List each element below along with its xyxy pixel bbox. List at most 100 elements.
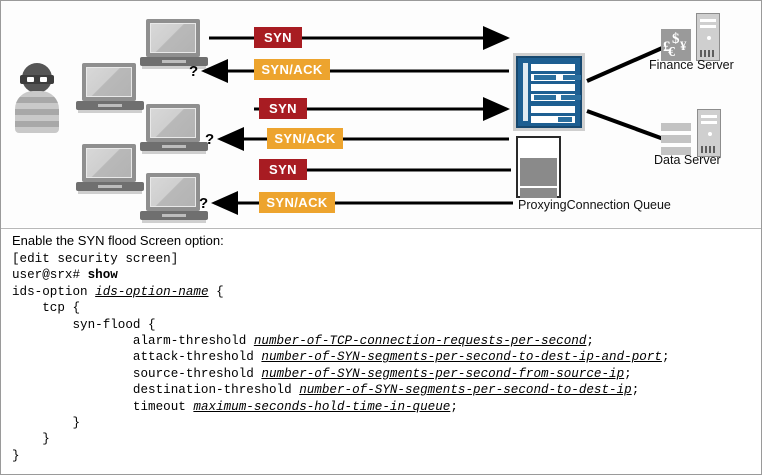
attacker-hacker-icon <box>15 63 59 133</box>
tower-led <box>708 132 712 136</box>
tower-slot <box>701 115 717 118</box>
code-segment: [edit security screen] <box>12 252 179 266</box>
firewall-ports <box>558 117 572 122</box>
currency-pound: £ <box>663 39 671 55</box>
laptop-screen <box>82 144 136 182</box>
hacker-mask <box>20 75 54 84</box>
laptop-trackpad <box>162 145 186 148</box>
firewall-side-bar <box>523 63 528 121</box>
laptop-shadow <box>142 151 206 154</box>
firewall-ports <box>534 95 556 100</box>
finance-currency-tile: £ $ ¥ € <box>661 29 691 61</box>
flow-badge-synack-3: SYN/ACK <box>259 192 335 213</box>
laptop-shadow <box>78 110 142 113</box>
flow-badge-synack-2: SYN/ACK <box>267 128 343 149</box>
unanswered-marker-3: ? <box>199 195 209 212</box>
intro-text: Enable the SYN flood Screen option: <box>12 233 224 248</box>
laptop-shadow <box>142 66 206 69</box>
unanswered-marker-2: ? <box>205 131 215 148</box>
firewall-slot <box>531 116 575 123</box>
code-segment: number-of-SYN-segments-per-second-to-des… <box>261 350 662 365</box>
laptop-icon-4 <box>76 144 144 194</box>
hacker-body <box>15 91 59 133</box>
laptop-trackpad <box>162 60 186 63</box>
srx-firewall-icon <box>513 53 585 131</box>
disk-bar <box>661 135 691 143</box>
laptop-trackpad <box>98 104 122 107</box>
laptop-screen <box>146 19 200 57</box>
tower-slot <box>701 121 717 124</box>
code-segment: ; <box>631 383 640 398</box>
laptop-glass <box>150 23 196 53</box>
laptop-screen <box>82 63 136 101</box>
firewall-slot <box>531 106 575 113</box>
code-segment: } <box>12 448 20 463</box>
code-segment: syn-flood { <box>12 317 156 332</box>
tower-slot <box>700 19 716 22</box>
flow-badge-syn-3: SYN <box>259 159 307 180</box>
data-disk-stack <box>661 123 691 157</box>
firewall-ports <box>534 75 556 80</box>
code-segment: number-of-SYN-segments-per-second-from-s… <box>261 366 625 381</box>
data-server-icon <box>661 109 721 157</box>
code-segment: user@srx# <box>12 268 88 283</box>
tower-vent <box>701 146 717 153</box>
code-segment: ; <box>586 334 594 349</box>
finance-server-label: Finance Server <box>649 58 734 72</box>
data-server-label: Data Server <box>654 153 721 167</box>
laptop-glass <box>86 148 132 178</box>
firewall-slot <box>531 64 575 71</box>
laptop-screen <box>146 173 200 211</box>
laptop-trackpad <box>98 185 122 188</box>
server-tower <box>696 13 720 61</box>
code-segment: ; <box>450 399 458 414</box>
finance-server-icon: £ $ ¥ € <box>661 13 720 61</box>
firewall-body <box>516 56 582 128</box>
laptop-shadow <box>142 220 206 223</box>
laptop-trackpad <box>162 214 186 217</box>
code-segment: maximum-seconds-hold-time-in-queue <box>193 399 451 414</box>
unanswered-marker-1: ? <box>189 63 199 80</box>
tower-led <box>707 36 711 40</box>
server-tower <box>697 109 721 157</box>
code-segment: number-of-SYN-segments-per-second-to-des… <box>299 383 632 398</box>
syn-flood-diagram: ? ? ? SYN SYN/ACK SYN SYN/ACK SYN SYN/AC… <box>1 1 761 227</box>
queue-label: ProxyingConnection Queue <box>518 198 671 212</box>
laptop-icon-5 <box>140 173 208 223</box>
flow-badge-syn-2: SYN <box>259 98 307 119</box>
laptop-screen <box>146 104 200 142</box>
code-segment: show <box>87 268 118 283</box>
laptop-icon-2 <box>76 63 144 113</box>
laptop-icon-1 <box>140 19 208 69</box>
code-segment: } <box>12 432 50 447</box>
code-segment: ids-option <box>12 284 96 299</box>
currency-yen: ¥ <box>680 38 687 53</box>
currency-euro: € <box>668 45 675 60</box>
code-segment: { <box>208 284 224 299</box>
cli-config-panel: Enable the SYN flood Screen option: [edi… <box>1 231 761 474</box>
code-segment: ; <box>661 350 670 365</box>
laptop-glass <box>86 67 132 97</box>
tower-vent <box>700 50 716 57</box>
tower-slot <box>700 25 716 28</box>
section-divider <box>1 228 761 229</box>
code-segment: destination-threshold <box>12 383 300 398</box>
code-segment: alarm-threshold <box>12 334 254 349</box>
laptop-glass <box>150 108 196 138</box>
cli-config-block: [edit security screen] user@srx# show id… <box>12 251 670 464</box>
code-segment: number-of-TCP-connection-requests-per-se… <box>253 334 587 349</box>
code-segment: source-threshold <box>12 366 262 381</box>
disk-bar <box>661 123 691 131</box>
code-segment: ; <box>624 366 632 381</box>
hacker-eye-right <box>40 77 47 82</box>
flow-badge-synack-1: SYN/ACK <box>254 59 330 80</box>
code-segment: timeout <box>12 399 194 414</box>
proxying-connection-queue-icon <box>516 136 561 198</box>
currency-dollar: $ <box>672 31 680 47</box>
code-segment: } <box>12 416 81 431</box>
code-segment: tcp { <box>12 301 81 316</box>
firewall-ports <box>563 75 581 80</box>
laptop-icon-3 <box>140 104 208 154</box>
queue-fill-bottom <box>520 188 557 198</box>
queue-fill <box>520 158 557 186</box>
